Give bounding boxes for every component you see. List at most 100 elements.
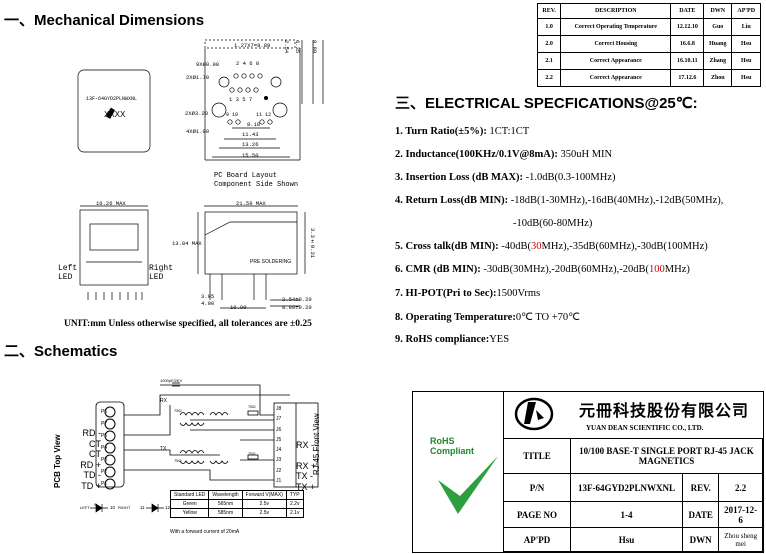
title-info-table: TITLE 10/100 BASE-T SINGLE PORT RJ-45 JA… xyxy=(503,438,763,552)
spec-value-highlight: 100 xyxy=(649,264,665,275)
table-cell: Hsu xyxy=(731,35,761,53)
led-pin-11: 11 xyxy=(140,505,145,510)
table-header: TYP xyxy=(285,490,304,500)
pin-label: P5 xyxy=(101,433,108,439)
led-table: Standard LED Wavelength Forward V(MAX) T… xyxy=(169,490,304,518)
spec-value: -10dB(60-80MHz) xyxy=(513,218,593,229)
spec-return-loss: 4. Return Loss(dB MIN): -18dB(1-30MHz),-… xyxy=(395,195,723,206)
table-row: PAGE NO 1-4 DATE 2017-12-6 xyxy=(503,501,763,528)
rohs-check-icon xyxy=(438,456,498,514)
table-cell: Zhang xyxy=(703,52,733,70)
pin-label: P1 xyxy=(101,481,108,487)
table-cell: 2.1 xyxy=(536,52,562,70)
spec-label: 2. Inductance(100KHz/0.1V@8mA): xyxy=(395,149,558,160)
p-pin-block xyxy=(95,401,125,488)
dim-2x-320: 2XØ3.20 xyxy=(185,110,209,117)
spec-label: 6. CMR (dB MIN): xyxy=(395,264,481,275)
table-cell: 2.2v xyxy=(285,499,304,509)
pin-number: 9 xyxy=(226,112,230,118)
table-cell: 2.5v xyxy=(241,508,287,518)
spec-value: -1.0dB(0.3-100MHz) xyxy=(523,172,616,183)
table-cell: Yellow xyxy=(169,508,210,518)
pin-label: J7 xyxy=(276,416,282,423)
j-pin-labels: J8 J7 J6 J5 J4 J3 J2 J1 xyxy=(276,404,281,486)
company-name-cn: 元冊科技股份有限公司 xyxy=(579,403,750,420)
dim-height: 13.84 MAX xyxy=(172,240,202,247)
right-led-label: Right LED xyxy=(149,264,174,282)
table-cell: 2.5v xyxy=(241,499,287,509)
led-left-label: LEFT xyxy=(80,505,90,510)
spec-value: -30dB(30MHz),-20dB(60MHz),-20dB( xyxy=(480,264,650,275)
table-cell: 16.10.11 xyxy=(670,52,705,70)
signal-label: TX + xyxy=(296,481,316,492)
title-block xyxy=(412,391,764,553)
dim-1143: 11.43 xyxy=(242,131,259,138)
revision-header-row: REV. DESCRIPTION DATE DWN AP'PD xyxy=(536,3,761,19)
mech-section-title: 一、Mechanical Dimensions xyxy=(4,12,205,29)
tx-label: TX xyxy=(160,446,167,452)
company-logo xyxy=(514,397,554,431)
pin-number: 11 xyxy=(256,112,263,118)
schematic-right-labels: RX - RX + TX - TX + xyxy=(296,440,316,492)
pin-number: 8 xyxy=(255,60,260,67)
dim-818: 8.18 xyxy=(247,121,261,128)
spec-value: MHz),-35dB(60MHz),-30dB(100MHz) xyxy=(541,241,708,252)
spec-label: 9. RoHS compliance: xyxy=(395,334,490,345)
table-row: TITLE 10/100 BASE-T SINGLE PORT RJ-45 JA… xyxy=(503,438,763,474)
pin-label: J1 xyxy=(276,478,282,485)
pin-label: J8 xyxy=(276,406,282,412)
dim-254: 2.54 xyxy=(283,40,290,54)
table-cell: 565nm xyxy=(208,499,243,509)
table-header: Forward V(MAX) xyxy=(241,490,287,500)
pre-soldering-label: PRE SOLDERING xyxy=(250,259,292,265)
pin-number: 5 xyxy=(242,96,246,103)
page-value: 1-4 xyxy=(570,501,683,528)
signal-label: TX - xyxy=(296,471,313,481)
spec-label: 7. HI-POT(Pri to Sec): xyxy=(395,288,497,299)
pin-label: J4 xyxy=(276,447,282,454)
table-cell: 1.0 xyxy=(536,18,562,36)
signal-label: TD + xyxy=(81,480,101,491)
appd-value: Hsu xyxy=(570,527,683,552)
signal-label: RD - xyxy=(82,428,102,438)
pin-label: P4 xyxy=(101,445,108,451)
title-label: TITLE xyxy=(503,438,571,474)
cap-label: 1000pF/2KV xyxy=(160,378,183,383)
pin-number: 7 xyxy=(248,96,253,103)
table-cell: Correct Appearance xyxy=(560,52,672,70)
led-pin-10: 10 xyxy=(110,505,116,510)
side-view-outline xyxy=(204,211,298,275)
rohs-label: RoHS xyxy=(430,436,455,446)
pcb-hole xyxy=(218,76,230,88)
pcb-outline xyxy=(204,39,296,49)
resistor-label-1: 75Ω xyxy=(248,404,256,409)
pin-number: 4 xyxy=(242,60,246,67)
dim-9x-hole: 9XØ0.90 xyxy=(196,61,220,68)
dim-490: 4.90 xyxy=(201,300,215,307)
date-value: 2017-12-6 xyxy=(718,501,763,528)
table-cell: Guo xyxy=(703,18,733,36)
dim-2x-170: 2XØ1.70 xyxy=(186,74,210,81)
table-row: P/N 13F-64GYD2PLNWXNL REV. 2.2 xyxy=(503,473,763,502)
table-cell: 585nm xyxy=(208,508,243,518)
table-cell: Correct Housing xyxy=(560,35,672,53)
led-pin-numbers: 9 10 11 12 xyxy=(226,112,271,118)
table-cell: Hsu xyxy=(731,69,761,87)
dwn-value: Zhou sheng mei xyxy=(718,527,763,552)
spec-value: -40dB( xyxy=(498,241,532,252)
table-row: Green 565nm 2.5v 2.2v xyxy=(169,499,304,509)
led-symbols xyxy=(90,503,164,513)
table-cell: Correct Operating Temperature xyxy=(560,18,672,36)
spec-value: 1CT:1CT xyxy=(486,126,530,137)
dim-side: 3.3±0.31 xyxy=(309,228,316,259)
company-name-en: YUAN DEAN SCIENTIFIC CO., LTD. xyxy=(586,424,704,432)
part-label: 13F-64GYD2PLNWXNL xyxy=(86,96,138,102)
schematic-left-labels: RD - CT CT RD + TD - TD + xyxy=(73,428,101,491)
table-cell: Liu xyxy=(731,18,761,36)
dim-length: 21.59 MAX xyxy=(236,200,266,207)
spec-hipot: 7. HI-POT(Pri to Sec):1500Vrms xyxy=(395,288,540,299)
date-label: DATE xyxy=(681,501,720,528)
pin-label: P7 xyxy=(101,421,108,427)
